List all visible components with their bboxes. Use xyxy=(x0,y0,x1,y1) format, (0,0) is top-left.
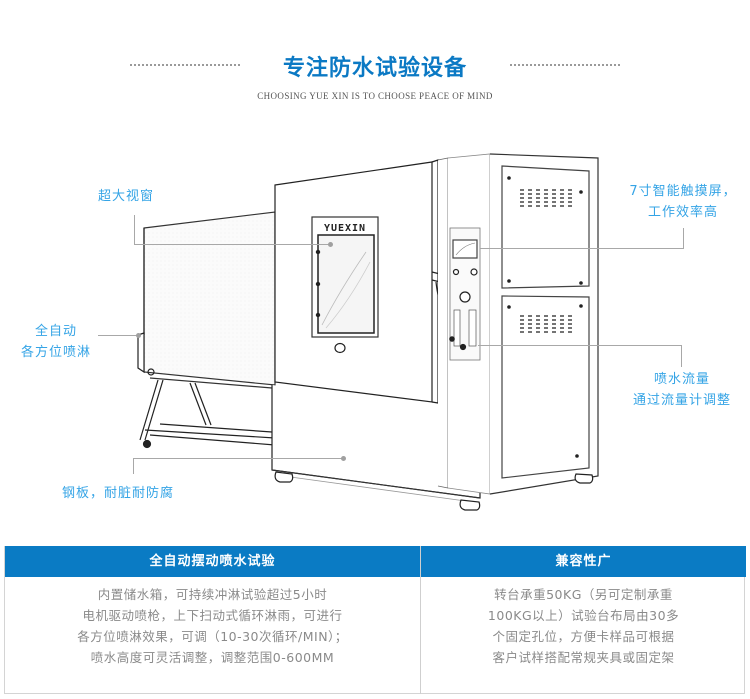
feature-line: 个固定孔位，方便卡样品可根据 xyxy=(492,629,675,644)
callout-large-window: 超大视窗 xyxy=(98,186,154,207)
page-title: 专注防水试验设备 xyxy=(0,50,750,82)
leader-line-window-vertical xyxy=(134,215,135,244)
vent-grille-upper xyxy=(520,189,572,207)
feature-body-compatibility: 转台承重50KG（另可定制承重 100KG以上）试验台布局由30多 个固定孔位，… xyxy=(421,584,746,668)
leader-line-screen-vertical xyxy=(683,228,684,249)
title-dotted-rule-left xyxy=(130,64,240,66)
callout-water-flow-line2: 通过流量计调整 xyxy=(632,393,731,408)
feature-line: 客户试样搭配常规夹具或固定架 xyxy=(492,650,675,665)
brand-plate: YUEXIN xyxy=(324,223,366,234)
callout-touch-screen-line1: 7寸智能触摸屏， xyxy=(629,184,737,199)
feature-line: 电机驱动喷枪，上下扫动式循环淋雨，可进行 xyxy=(82,608,343,623)
leader-line-steel-horizontal xyxy=(133,458,343,459)
feature-heading-auto-swing-spray: 全自动摆动喷水试验 xyxy=(149,554,276,569)
feature-body-auto-swing-spray: 内置储水箱，可持续冲淋试验超过5小时 电机驱动喷枪，上下扫动式循环淋雨，可进行 … xyxy=(5,584,420,668)
callout-auto-spray-line1: 全自动 xyxy=(34,324,77,339)
feature-line: 转台承重50KG（另可定制承重 xyxy=(494,587,673,602)
callout-large-window-text: 超大视窗 xyxy=(98,189,155,204)
leader-line-spray xyxy=(98,335,138,336)
vent-grille-lower xyxy=(520,315,572,333)
callout-steel-plate: 钢板，耐脏耐防腐 xyxy=(62,483,174,504)
feature-line: 内置储水箱，可持续冲淋试验超过5小时 xyxy=(97,587,328,602)
callout-steel-plate-text: 钢板，耐脏耐防腐 xyxy=(62,486,175,501)
callout-water-flow-line1: 喷水流量 xyxy=(653,372,710,387)
feature-line: 喷水高度可灵活调整，调整范围0-600MM xyxy=(90,650,335,665)
page-title-text: 专注防水试验设备 xyxy=(282,56,467,81)
feature-heading-compatibility: 兼容性广 xyxy=(555,554,612,569)
feature-table-header: 全自动摆动喷水试验 兼容性广 xyxy=(5,546,746,577)
leader-dot-steel xyxy=(341,456,346,461)
waterproof-test-chamber-illustration: YUEXIN xyxy=(137,153,599,511)
callout-auto-spray: 全自动 各方位喷淋 xyxy=(10,321,102,363)
leader-line-flow-vertical xyxy=(681,345,682,367)
page-subtitle: CHOOSING YUE XIN IS TO CHOOSE PEACE OF M… xyxy=(257,91,493,101)
title-dotted-rule-right xyxy=(510,64,620,66)
feature-line: 100KG以上）试验台布局由30多 xyxy=(487,608,680,623)
leveling-feet xyxy=(274,471,594,511)
leader-line-steel-vertical xyxy=(133,458,134,474)
leader-dot-spray xyxy=(136,333,141,338)
feature-table: 全自动摆动喷水试验 兼容性广 内置储水箱，可持续冲淋试验超过5小时 电机驱动喷枪… xyxy=(4,546,746,694)
leader-line-flow-horizontal xyxy=(478,345,682,346)
leader-line-screen-horizontal xyxy=(480,248,684,249)
feature-line: 各方位喷淋效果，可调（10-30次循环/MIN）； xyxy=(77,629,348,644)
callout-water-flow: 喷水流量 通过流量计调整 xyxy=(620,369,744,411)
callout-touch-screen-line2: 工作效率高 xyxy=(647,205,718,220)
callout-auto-spray-line2: 各方位喷淋 xyxy=(20,345,91,360)
leader-dot-window xyxy=(328,242,333,247)
leader-line-window-horizontal xyxy=(134,244,330,245)
callout-touch-screen: 7寸智能触摸屏， 工作效率高 xyxy=(616,181,750,223)
feature-table-column-divider xyxy=(420,546,421,694)
